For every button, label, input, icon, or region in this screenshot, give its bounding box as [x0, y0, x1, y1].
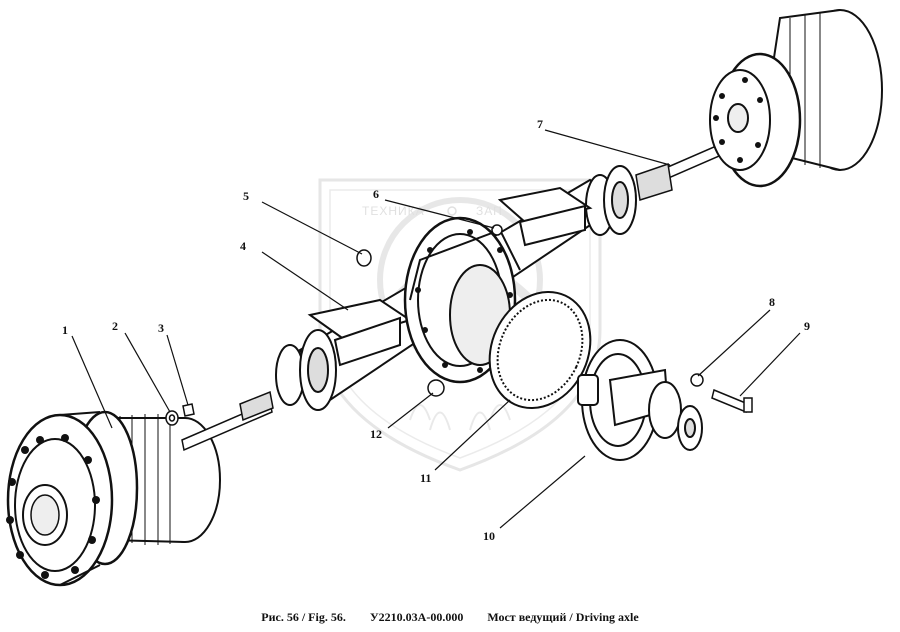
callout-3: 3: [158, 321, 164, 335]
watermark-right-word: ЗАП: [476, 204, 503, 218]
figure-caption: Рис. 56 / Fig. 56. У2210.03А-00.000 Мост…: [0, 610, 900, 625]
right-wheel-reducer: [709, 9, 883, 188]
left-wheel-reducer: [6, 410, 221, 587]
nut-and-bolt: [690, 373, 753, 414]
callout-8: 8: [769, 295, 775, 309]
small-nuts: [356, 224, 503, 397]
gasket: [488, 290, 592, 410]
callout-numbers: 1 2 3 4 5 6 7 8 9 10 11 12: [62, 117, 810, 543]
callout-6: 6: [373, 187, 379, 201]
callout-10: 10: [483, 529, 495, 543]
callout-7: 7: [537, 117, 543, 131]
callout-9: 9: [804, 319, 810, 333]
callout-11: 11: [420, 471, 431, 485]
washer-and-nut: [165, 403, 195, 426]
watermark-left-word: ТЕХНИКА: [362, 204, 425, 218]
leader-lines: [71, 129, 801, 529]
callout-12: 12: [370, 427, 382, 441]
axle-housing: [275, 165, 637, 411]
caption-title: Мост ведущий / Driving axle: [487, 610, 639, 624]
left-axle-shaft: [181, 390, 274, 452]
callout-4: 4: [240, 239, 246, 253]
caption-drawing-code: У2210.03А-00.000: [369, 610, 464, 624]
main-gear: [577, 339, 703, 461]
callout-5: 5: [243, 189, 249, 203]
callout-2: 2: [112, 319, 118, 333]
caption-figure-number: Рис. 56 / Fig. 56.: [261, 610, 346, 624]
callout-1: 1: [62, 323, 68, 337]
